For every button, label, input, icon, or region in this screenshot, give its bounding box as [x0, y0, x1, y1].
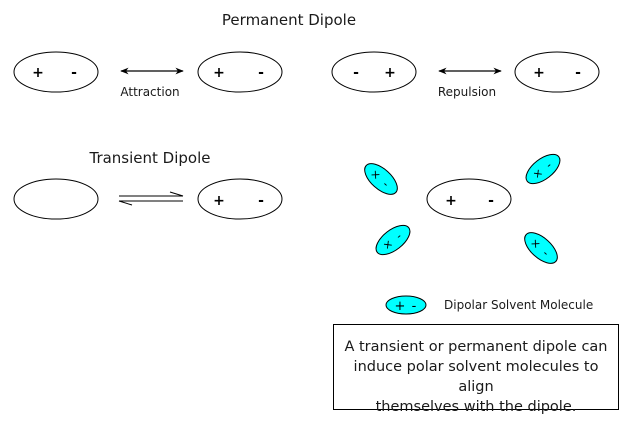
negative-charge: - — [540, 247, 552, 259]
solvent-molecule-bottom-right: × - — [524, 232, 558, 264]
equilibrium-arrow — [118, 191, 184, 206]
negative-charge: - — [412, 299, 417, 314]
solvated-center-molecule: + - — [426, 178, 512, 220]
legend: + - Dipolar Solvent Molecule — [385, 295, 593, 315]
solvent-molecule-top-right: × - — [525, 153, 561, 185]
attraction-right-molecule: + - — [197, 51, 283, 93]
repulsion-right-molecule: + - — [514, 51, 600, 93]
attraction-label: Attraction — [120, 85, 179, 99]
positive-charge: + — [384, 65, 396, 81]
negative-charge: - — [393, 230, 404, 243]
positive-charge: + — [213, 193, 225, 209]
transient-dipole-title: Transient Dipole — [88, 149, 210, 167]
positive-charge: + — [213, 65, 225, 81]
repulsion-left-molecule: - + — [331, 51, 417, 93]
repulsion-label: Repulsion — [438, 85, 496, 99]
negative-charge: - — [380, 178, 392, 190]
legend-label: Dipolar Solvent Molecule — [444, 298, 593, 312]
positive-charge: + — [533, 65, 545, 81]
negative-charge: - — [488, 193, 494, 209]
solvent-molecule-top-left: × - — [364, 163, 398, 195]
negative-charge: - — [258, 65, 264, 81]
transient-polarized-molecule: + - — [197, 178, 283, 220]
note-line: A transient or permanent dipole can — [344, 339, 608, 355]
negative-charge: - — [258, 193, 264, 209]
negative-charge: - — [71, 65, 77, 81]
negative-charge: - — [575, 65, 581, 81]
negative-charge: - — [543, 159, 554, 172]
solvent-molecule-bottom-left: × - — [375, 224, 411, 256]
transient-neutral-molecule — [13, 178, 99, 220]
positive-charge: + — [395, 299, 406, 314]
positive-charge: + — [445, 193, 457, 209]
note-line: themselves with the dipole. — [375, 399, 577, 415]
permanent-dipole-title: Permanent Dipole — [222, 11, 356, 29]
legend-solvent-symbol: + - — [385, 295, 427, 315]
positive-charge: + — [32, 65, 44, 81]
explanation-note: A transient or permanent dipole can indu… — [333, 324, 619, 415]
negative-charge: - — [353, 65, 359, 81]
attraction-left-molecule: + - — [13, 51, 99, 93]
note-line: induce polar solvent molecules to align — [353, 359, 599, 395]
